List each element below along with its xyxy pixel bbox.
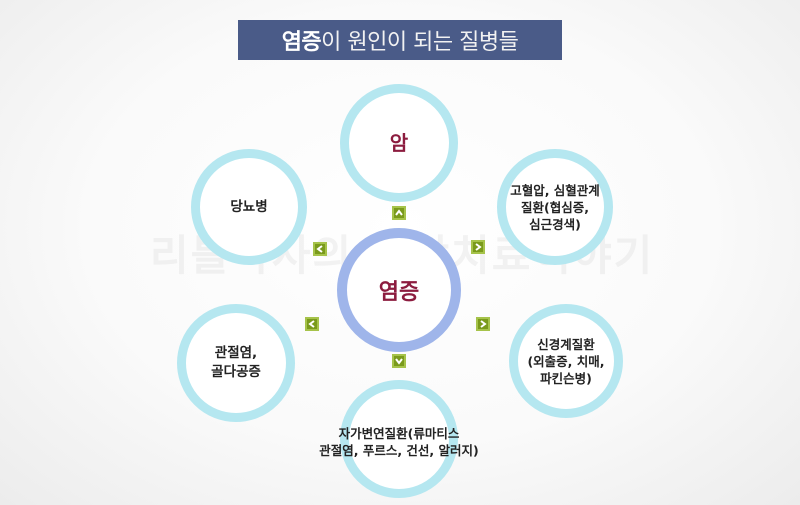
node-top: 암 (340, 84, 458, 202)
arrow-left-icon (305, 317, 319, 331)
node-left-label: 관절염, 골다공증 (211, 345, 261, 380)
node-right: 신경계질환 (외출증, 치매, 파킨슨병) (509, 304, 623, 418)
node-bottom: 자가변연질환(류마티스 관절염, 푸르스, 건선, 알러지) (319, 380, 479, 498)
node-top-label: 암 (389, 130, 409, 155)
arrow-up-right-icon (471, 240, 485, 254)
node-top-left: 당뇨병 (191, 149, 307, 265)
center-node: 염증 (337, 228, 461, 352)
arrow-up-left-icon (313, 242, 327, 256)
center-node-label: 염증 (378, 280, 420, 305)
node-left: 관절염, 골다공증 (177, 304, 295, 422)
node-top-right: 고혈압, 심혈관계 질환(협심증, 심근경색) (497, 149, 613, 265)
node-top-left-label: 당뇨병 (230, 198, 268, 215)
arrow-up-icon (392, 206, 406, 220)
node-bottom-label: 자가변연질환(류마티스 관절염, 푸르스, 건선, 알러지) (319, 426, 479, 458)
title-rest: 이 원인이 되는 질병들 (321, 30, 519, 55)
arrow-right-icon (476, 317, 490, 331)
arrow-down-icon (392, 354, 406, 368)
node-right-label: 신경계질환 (외출증, 치매, 파킨슨병) (527, 336, 605, 386)
title-highlight: 염증 (281, 30, 322, 55)
node-top-right-label: 고혈압, 심혈관계 질환(협심증, 심근경색) (510, 182, 600, 232)
